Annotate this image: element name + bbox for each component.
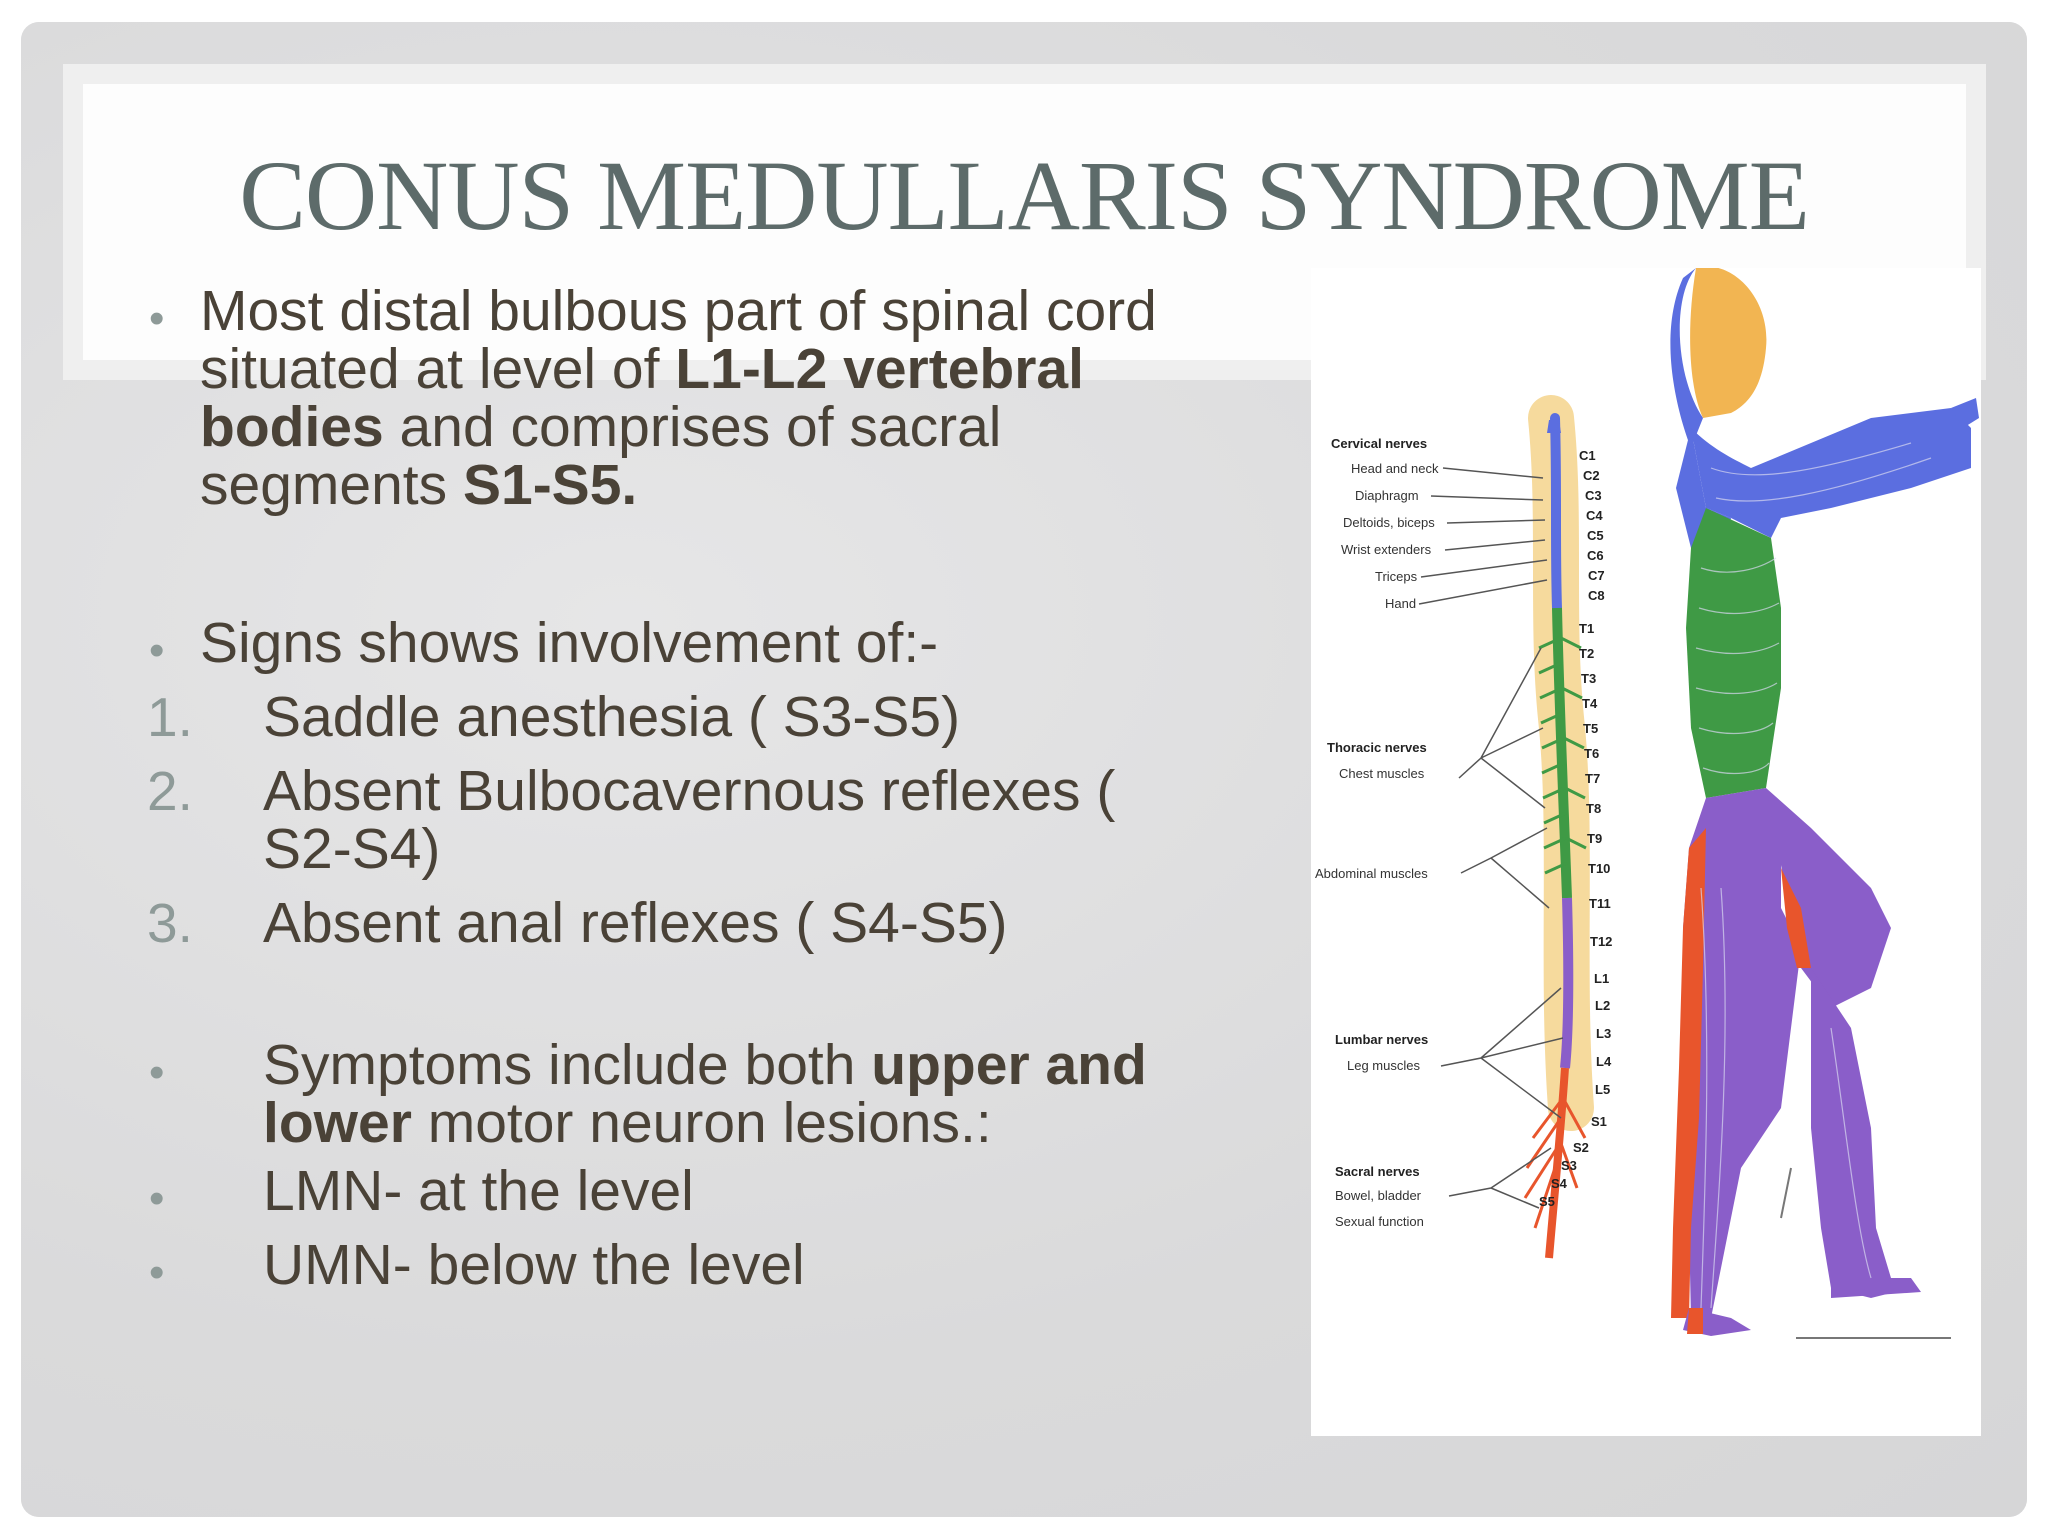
svg-text:Thoracic nerves: Thoracic nerves xyxy=(1327,740,1427,755)
sign-item-1: Saddle anesthesia ( S3-S5) xyxy=(263,685,961,749)
sign-item-3: Absent anal reflexes ( S4-S5) xyxy=(263,891,1008,955)
svg-text:C6: C6 xyxy=(1587,548,1604,563)
svg-text:Head and neck: Head and neck xyxy=(1351,461,1439,476)
sign-item-2: Absent Bulbocavernous reflexes ( xyxy=(263,759,1116,823)
svg-text:Triceps: Triceps xyxy=(1375,569,1418,584)
umn-item: UMN- below the level xyxy=(263,1233,805,1297)
slide-title: CONUS MEDULLARIS SYNDROME xyxy=(239,140,1810,251)
symptoms-line-1: Symptoms include both upper and xyxy=(263,1033,1147,1097)
intro-line-2: situated at level of L1-L2 vertebral xyxy=(200,337,1084,401)
bullet-dot: • xyxy=(149,1174,165,1223)
svg-text:Cervical nerves: Cervical nerves xyxy=(1331,436,1427,451)
svg-text:C2: C2 xyxy=(1583,468,1600,483)
svg-text:Wrist extenders: Wrist extenders xyxy=(1341,542,1432,557)
list-number: 1. xyxy=(147,686,193,748)
signs-heading: Signs shows involvement of:- xyxy=(200,611,939,675)
svg-text:T2: T2 xyxy=(1579,646,1594,661)
svg-text:Sexual function: Sexual function xyxy=(1335,1214,1424,1229)
bullet-dot: • xyxy=(149,1248,165,1297)
svg-text:Leg muscles: Leg muscles xyxy=(1347,1058,1420,1073)
lmn-item: LMN- at the level xyxy=(263,1159,694,1223)
intro-line-1: Most distal bulbous part of spinal cord xyxy=(200,279,1157,343)
svg-text:T12: T12 xyxy=(1590,934,1612,949)
nerve-group-labels: Cervical nerves Head and neck Diaphragm … xyxy=(1315,436,1439,1229)
svg-text:S3: S3 xyxy=(1561,1158,1577,1173)
svg-text:S1: S1 xyxy=(1591,1114,1607,1129)
svg-text:Hand: Hand xyxy=(1385,596,1416,611)
svg-text:L2: L2 xyxy=(1595,998,1610,1013)
svg-text:S4: S4 xyxy=(1551,1176,1568,1191)
svg-text:L4: L4 xyxy=(1596,1054,1612,1069)
svg-text:C7: C7 xyxy=(1588,568,1605,583)
svg-text:S2: S2 xyxy=(1573,1140,1589,1155)
bullet-dot: • xyxy=(149,1048,165,1097)
svg-text:S5: S5 xyxy=(1539,1194,1555,1209)
svg-text:T5: T5 xyxy=(1583,721,1598,736)
svg-text:T9: T9 xyxy=(1587,831,1602,846)
svg-text:Abdominal muscles: Abdominal muscles xyxy=(1315,866,1428,881)
svg-text:C1: C1 xyxy=(1579,448,1596,463)
list-number: 3. xyxy=(147,892,193,954)
sign-item-2-cont: S2-S4) xyxy=(263,817,441,881)
svg-text:C5: C5 xyxy=(1587,528,1604,543)
svg-text:Chest muscles: Chest muscles xyxy=(1339,766,1425,781)
svg-text:Diaphragm: Diaphragm xyxy=(1355,488,1419,503)
svg-text:T4: T4 xyxy=(1582,696,1598,711)
list-number: 2. xyxy=(147,760,193,822)
svg-text:T8: T8 xyxy=(1586,801,1601,816)
svg-text:T7: T7 xyxy=(1585,771,1600,786)
svg-text:C3: C3 xyxy=(1585,488,1602,503)
intro-line-4: segments S1-S5. xyxy=(200,453,638,517)
svg-text:Deltoids, biceps: Deltoids, biceps xyxy=(1343,515,1435,530)
bullet-dot: • xyxy=(149,626,165,675)
bullet-dot: • xyxy=(149,294,165,343)
svg-text:Lumbar nerves: Lumbar nerves xyxy=(1335,1032,1428,1047)
svg-text:L1: L1 xyxy=(1594,971,1609,986)
svg-text:L5: L5 xyxy=(1595,1082,1610,1097)
svg-text:T1: T1 xyxy=(1579,621,1594,636)
svg-text:T10: T10 xyxy=(1588,861,1610,876)
svg-text:C8: C8 xyxy=(1588,588,1605,603)
svg-text:T11: T11 xyxy=(1589,896,1611,911)
svg-text:Bowel, bladder: Bowel, bladder xyxy=(1335,1188,1422,1203)
symptoms-line-2: lower motor neuron lesions.: xyxy=(263,1091,992,1155)
svg-text:L3: L3 xyxy=(1596,1026,1611,1041)
svg-text:Sacral nerves: Sacral nerves xyxy=(1335,1164,1420,1179)
svg-text:T3: T3 xyxy=(1581,671,1596,686)
svg-text:T6: T6 xyxy=(1584,746,1599,761)
svg-text:C4: C4 xyxy=(1586,508,1603,523)
intro-line-3: bodies and comprises of sacral xyxy=(200,395,1002,459)
